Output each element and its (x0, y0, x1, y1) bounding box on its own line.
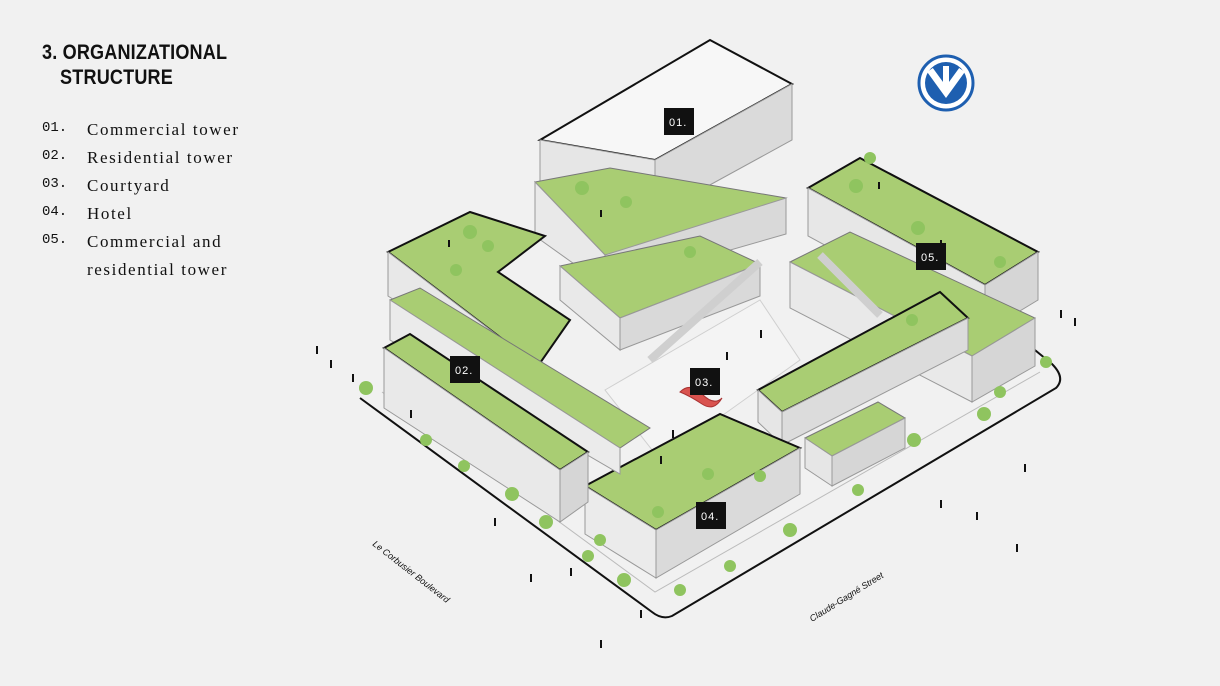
tag-02: 02. (450, 356, 480, 383)
title-line-2: STRUCTURE (60, 66, 173, 89)
tag-04: 04. (696, 502, 726, 529)
legend-item-01: 01. Commercial tower (42, 116, 287, 144)
page-title: 3. ORGANIZATIONAL STRUCTURE (42, 40, 227, 90)
legend-label: Commercial tower (87, 120, 240, 139)
legend-list: 01. Commercial tower 02. Residential tow… (42, 116, 287, 284)
street-label-right: Claude-Gagné Street (808, 570, 886, 624)
bridge-2 (817, 252, 883, 318)
tag-05: 05. (916, 243, 946, 270)
site-outline (359, 345, 1062, 619)
tag-03: 03. (690, 368, 720, 395)
legend-label: Residential tower (87, 148, 234, 167)
tag-01-label: 01. (669, 117, 687, 129)
legend-number: 03. (42, 176, 68, 192)
legend-number: 02. (42, 148, 68, 164)
legend-label: Hotel (87, 204, 133, 223)
title-line-1: 3. ORGANIZATIONAL (42, 41, 228, 64)
legend-item-03: 03. Courtyard (42, 172, 287, 200)
building-02 (382, 210, 651, 523)
legend-item-02: 02. Residential tower (42, 144, 287, 172)
tag-02-label: 02. (455, 365, 473, 377)
legend-label: Courtyard (87, 176, 171, 195)
bridge-1 (647, 259, 763, 363)
legend-item-05: 05. Commercial and residential tower (42, 228, 287, 284)
legend-number: 05. (42, 232, 68, 248)
legend-number: 01. (42, 120, 68, 136)
street-label-left: Le Corbusier Boulevard (371, 539, 452, 606)
legend-item-04: 04. Hotel (42, 200, 287, 228)
tag-05-label: 05. (921, 252, 939, 264)
building-01 (533, 38, 795, 352)
tag-04-label: 04. (701, 511, 719, 523)
legend-number: 04. (42, 204, 68, 220)
trees (359, 152, 1052, 596)
people (316, 182, 1076, 648)
tag-01: 01. (664, 108, 694, 135)
metro-logo-icon (917, 54, 975, 112)
tag-03-label: 03. (695, 377, 713, 389)
legend-label: Commercial and residential tower (87, 232, 228, 279)
